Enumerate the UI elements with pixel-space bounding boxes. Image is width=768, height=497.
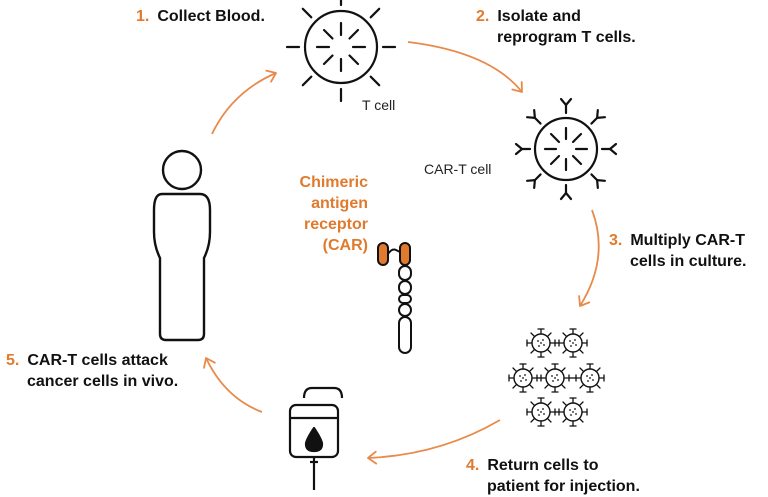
step-text: Isolate and — [497, 8, 581, 25]
arrow-4-to-5 — [203, 357, 263, 413]
step-number: 1. — [136, 8, 150, 25]
t-cell-label: T cell — [362, 97, 396, 113]
step-number: 5. — [6, 352, 20, 369]
car-label-line: receptor — [303, 216, 368, 233]
step-text: Return cells to — [487, 457, 599, 474]
car-t-cell-icon — [514, 97, 618, 201]
car-label-line: (CAR) — [322, 237, 368, 254]
step-number: 2. — [476, 8, 490, 25]
arrow-3-to-4 — [367, 419, 501, 465]
step-text: CAR-T cells attack — [27, 352, 168, 369]
step-text: cancer cells in vivo. — [27, 373, 179, 390]
step-4-label: 4. Return cells to patient for injection. — [466, 455, 640, 497]
arrow-2-to-3 — [578, 209, 600, 307]
step-text: cells in culture. — [630, 253, 747, 270]
car-receptor-icon — [377, 242, 412, 354]
t-cell-icon — [285, 0, 397, 103]
step-text: Multiply CAR-T — [630, 232, 745, 249]
iv-bag-icon — [288, 386, 344, 490]
step-3-label: 3. Multiply CAR-T cells in culture. — [609, 230, 746, 272]
step-5-label: 5. CAR-T cells attack cancer cells in viv… — [6, 350, 178, 392]
cell-cluster-icon — [508, 328, 605, 427]
car-label-line: antigen — [311, 195, 368, 212]
arrow-1-to-2 — [407, 41, 523, 93]
car-t-cell-label: CAR-T cell — [424, 161, 492, 177]
cycle-arrows — [203, 41, 600, 465]
car-label-line: Chimeric — [299, 174, 368, 191]
person-icon — [152, 149, 212, 342]
step-number: 4. — [466, 457, 480, 474]
arrow-5-to-1 — [211, 69, 277, 135]
step-2-label: 2. Isolate and reprogram T cells. — [476, 6, 636, 48]
step-text: Collect Blood. — [157, 8, 265, 25]
step-number: 3. — [609, 232, 623, 249]
step-1-label: 1. Collect Blood. — [136, 6, 265, 27]
step-text: patient for injection. — [487, 478, 640, 495]
car-label: Chimeric antigen receptor (CAR) — [276, 172, 368, 256]
step-text: reprogram T cells. — [497, 29, 636, 46]
